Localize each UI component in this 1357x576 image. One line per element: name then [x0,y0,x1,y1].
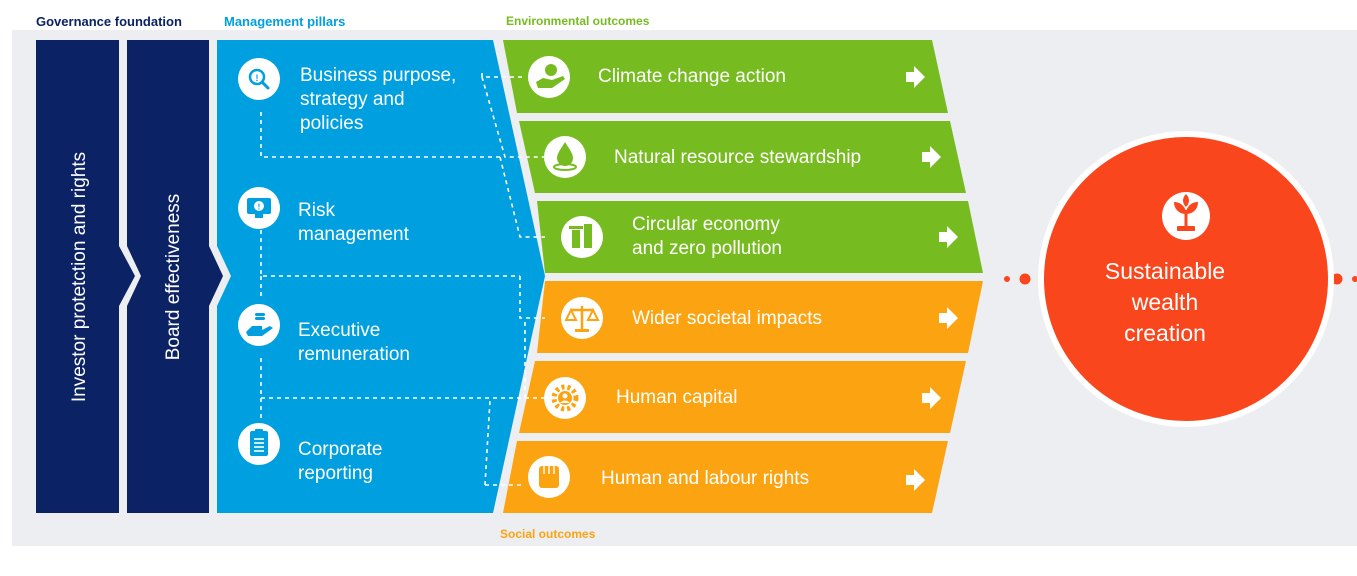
outcome-arrows [906,66,958,491]
connector-dots [1004,273,1357,285]
investor-rights-label: Investor protetction and rights [69,151,90,403]
management-pillars-chevron [217,40,545,513]
arrow-icon [939,226,958,248]
globe-hand-icon [528,56,570,98]
outcome-band-societal [537,281,983,353]
gear-person-icon [544,377,586,419]
scales-icon [561,297,603,339]
outcome-label-societal: Wider societal impacts [632,308,823,329]
outcome-band-human-capital [519,361,966,433]
board-effectiveness-chevron [127,40,223,513]
header-social-outcomes: Social outcomes [500,527,596,541]
water-drop-icon [544,136,586,178]
investor-rights-chevron [36,40,135,513]
sustainable-wealth-circle [1038,131,1334,427]
hand-coins-icon [238,304,280,346]
outcome-label-climate: Climate change action [598,66,786,87]
header-management-pillars: Management pillars [224,14,346,29]
arrow-icon [906,469,925,491]
raised-fist-icon [528,456,570,498]
clipboard-icon [238,423,280,465]
outcome-label-labour-rights: Human and labour rights [601,468,810,489]
arrow-icon [922,146,941,168]
svg-text:!: ! [256,73,259,83]
header-governance-foundation: Governance foundation [36,14,182,29]
svg-text:!: ! [258,203,261,212]
monitor-alert-icon: ! [238,187,280,229]
outcome-band-circular [537,201,983,273]
board-effectiveness-label: Board effectiveness [163,193,184,361]
connector-lines [260,73,545,486]
arrow-icon [922,387,941,409]
outcome-band-climate [503,40,948,113]
sprout-icon [1162,192,1210,240]
outcome-band-water [519,121,966,193]
factory-icon [561,216,603,258]
arrow-icon [939,307,958,329]
header-environmental-outcomes: Environmental outcomes [506,14,650,28]
outcome-band-labour-rights [503,441,948,513]
outcome-label-water: Natural resource stewardship [614,147,862,168]
outcome-label-human-capital: Human capital [616,387,738,408]
arrow-icon [906,66,925,88]
magnifier-icon: ! [238,58,280,100]
